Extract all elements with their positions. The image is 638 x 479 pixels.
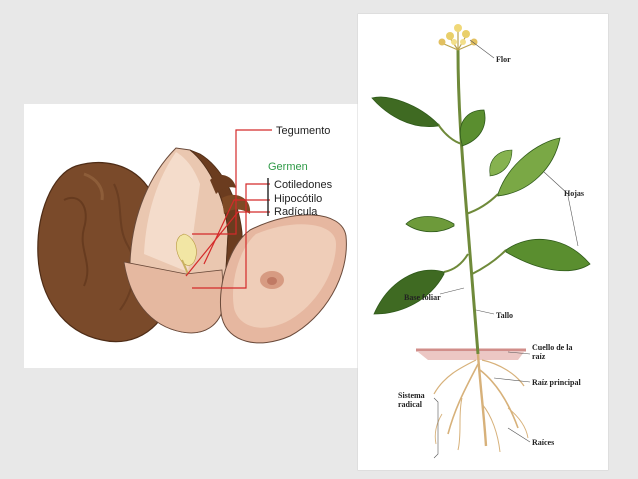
seed-diagram-panel: Tegumento Germen Cotiledones Hipocótilo … [24,104,368,368]
cut-seed-half [219,214,347,344]
label-raices: Raíces [532,438,554,447]
label-flor: Flor [496,55,511,64]
soil-layer [416,348,526,360]
label-tallo: Tallo [496,311,513,320]
label-hojas: Hojas [564,189,584,198]
seed-leader-lines [185,129,272,289]
label-sistema-1: Sistema [398,391,425,400]
seed-diagram: Tegumento Germen Cotiledones Hipocótilo … [37,125,347,344]
label-sistema-2: radical [398,400,423,409]
label-cuello-1: Cuello de la [532,343,572,352]
radicula-leader [185,211,270,277]
label-germen: Germen [268,161,308,173]
plant-diagram-panel: Flor Hojas Base foliar Tallo Cuello de l… [358,14,608,470]
label-base-foliar: Base foliar [404,293,441,302]
tegumento-leader [192,129,272,235]
hipocotilo-leader [203,199,270,265]
roots [433,353,529,453]
label-tegumento: Tegumento [276,125,330,137]
label-raiz-principal: Raíz principal [532,378,581,387]
plant-diagram: Flor Hojas Base foliar Tallo Cuello de l… [371,24,591,459]
label-cuello-2: raíz [532,352,546,361]
stem [456,49,480,355]
label-hipocotilo: Hipocótilo [274,193,322,205]
label-radicula: Radícula [274,206,318,218]
plant-leader-lines [433,39,579,459]
cotiledones-leader [192,183,270,289]
leaves [371,96,591,315]
label-cotiledones: Cotiledones [274,179,333,191]
flower [438,24,478,51]
